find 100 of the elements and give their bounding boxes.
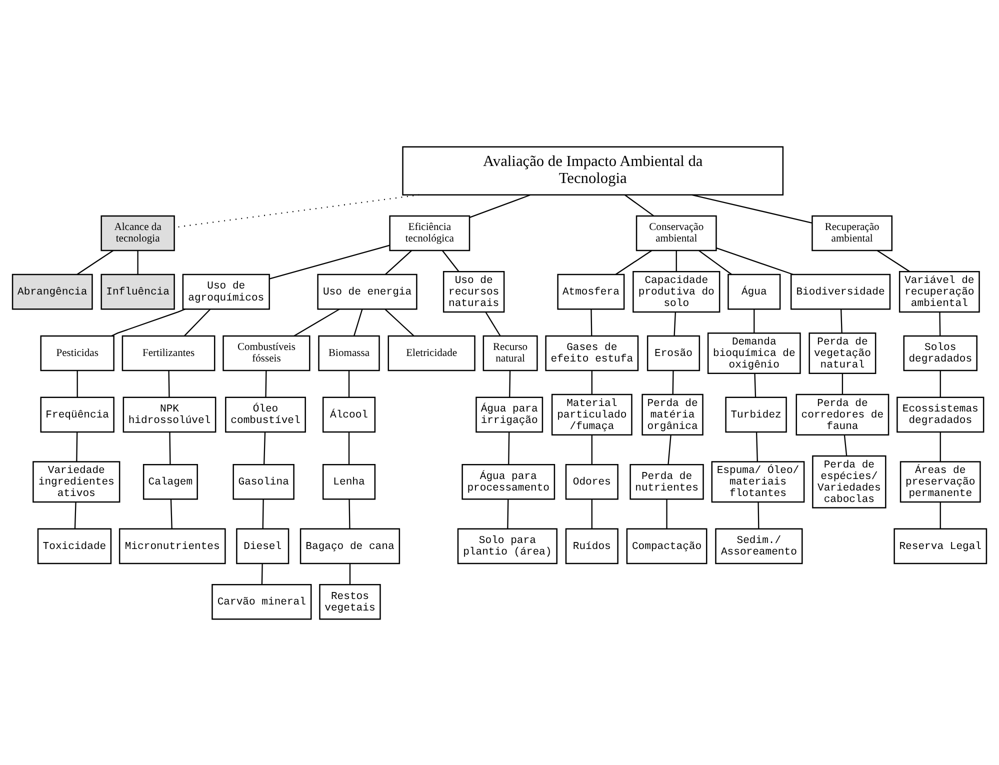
- node-box: Perda de vegetação natural: [808, 332, 876, 374]
- connector: [348, 432, 350, 464]
- connector: [265, 370, 267, 397]
- node-box: Influência: [100, 273, 175, 310]
- node-box: Uso de energia: [317, 273, 418, 310]
- node-box: Turbidez: [725, 396, 787, 432]
- connector: [184, 308, 211, 336]
- node-box: Uso de recursos naturais: [442, 270, 505, 312]
- connector: [485, 311, 501, 336]
- connector: [940, 502, 941, 528]
- connector: [170, 498, 172, 528]
- connector: [508, 432, 510, 464]
- connector: [349, 563, 351, 584]
- node-box: Calagem: [142, 463, 198, 500]
- connector: [672, 370, 674, 394]
- connector: [940, 432, 941, 461]
- connector: [354, 308, 363, 336]
- node-box: Óleo combustível: [225, 396, 306, 432]
- node-box: Água para processamento: [462, 463, 556, 500]
- connector: [877, 250, 910, 272]
- connector: [509, 370, 511, 397]
- node-box: Eficiência tecnológica: [389, 214, 470, 251]
- node-box: Pesticidas: [40, 334, 114, 371]
- connector: [615, 250, 652, 274]
- node-box: Micronutrientes: [118, 528, 226, 564]
- connector: [269, 244, 390, 279]
- node-box: Áreas de preservação permanente: [900, 460, 981, 502]
- node-box: NPK hidrossolúvel: [122, 396, 216, 432]
- node-box: Compactação: [626, 528, 708, 564]
- connector: [939, 312, 941, 336]
- connector: [624, 194, 654, 216]
- node-box: Fertilizantes: [122, 334, 216, 371]
- node-box: Odores: [565, 463, 618, 500]
- connector: [758, 502, 760, 528]
- node-box: Solo para plantio (área): [457, 528, 558, 564]
- node-box: Perda de matéria orgânica: [642, 393, 704, 435]
- node-box: Avaliação de Impacto Ambiental da Tecnologia: [402, 146, 784, 195]
- node-box: Abrangência: [12, 273, 93, 310]
- connector: [591, 434, 592, 464]
- connector: [591, 370, 592, 394]
- connector: [168, 370, 170, 397]
- node-box: Eletricidade: [388, 334, 476, 371]
- connector: [844, 434, 848, 456]
- node-box: Demanda bioquímica de oxigênio: [707, 332, 801, 374]
- node-box: Gasolina: [232, 463, 294, 500]
- connector: [842, 373, 844, 394]
- connector: [384, 308, 414, 336]
- connector: [668, 434, 672, 464]
- connector: [940, 370, 941, 397]
- node-box: Freqüência: [40, 396, 114, 432]
- connector: [590, 308, 592, 336]
- connector: [294, 308, 340, 336]
- connector: [756, 432, 758, 461]
- node-box: Toxicidade: [37, 528, 112, 564]
- node-box: Carvão mineral: [212, 583, 312, 620]
- node-box: Atmosfera: [557, 273, 625, 310]
- connector: [137, 250, 138, 274]
- connector: [74, 502, 76, 528]
- connector: [716, 247, 794, 275]
- node-box: Bagaço de cana: [300, 528, 400, 564]
- connector: [676, 250, 677, 271]
- node-box: Perda de nutrientes: [630, 463, 704, 500]
- node-box: Ruídos: [565, 528, 618, 564]
- connector: [754, 308, 755, 332]
- node-box: Água: [728, 273, 781, 310]
- connector: [507, 498, 509, 528]
- node-box: Gases de efeito estufa: [545, 334, 639, 371]
- node-box: Ecossistemas degradados: [896, 396, 984, 432]
- connector: [591, 498, 592, 528]
- connector: [840, 308, 842, 332]
- connector: [169, 432, 171, 464]
- connector: [666, 498, 668, 528]
- node-box: Capacidade produtiva do solo: [632, 270, 720, 312]
- connector: [348, 498, 350, 528]
- connector: [76, 250, 114, 274]
- node-box: Solos degradados: [903, 334, 978, 371]
- connector: [261, 563, 263, 584]
- connector: [754, 373, 756, 397]
- node-box: Perda de corredores de fauna: [796, 393, 890, 435]
- connector: [76, 432, 78, 461]
- node-box: Erosão: [646, 334, 700, 371]
- node-box: Recurso natural: [482, 334, 538, 371]
- connector: [264, 432, 266, 464]
- node-box: Variável de recuperação ambiental: [898, 270, 980, 312]
- connector: [76, 370, 78, 397]
- connector: [698, 250, 732, 274]
- node-box: Uso de agroquímicos: [182, 273, 270, 310]
- connector: [262, 498, 264, 528]
- node-box: Sedim./ Assoreamento: [715, 528, 803, 564]
- connector: [674, 312, 676, 336]
- node-box: Variedade ingredientes ativos: [32, 460, 120, 502]
- connector: [111, 308, 186, 336]
- node-box: Material particulado /fumaça: [551, 393, 632, 435]
- node-box: Recuperação ambiental: [812, 214, 893, 251]
- node-box: Água para irrigação: [476, 396, 544, 432]
- node-box: Biodiversidade: [790, 273, 891, 310]
- node-box: Lenha: [322, 463, 376, 500]
- node-box: Reserva Legal: [894, 528, 988, 564]
- node-box: Conservação ambiental: [636, 214, 717, 251]
- node-box: Biomassa: [318, 334, 380, 371]
